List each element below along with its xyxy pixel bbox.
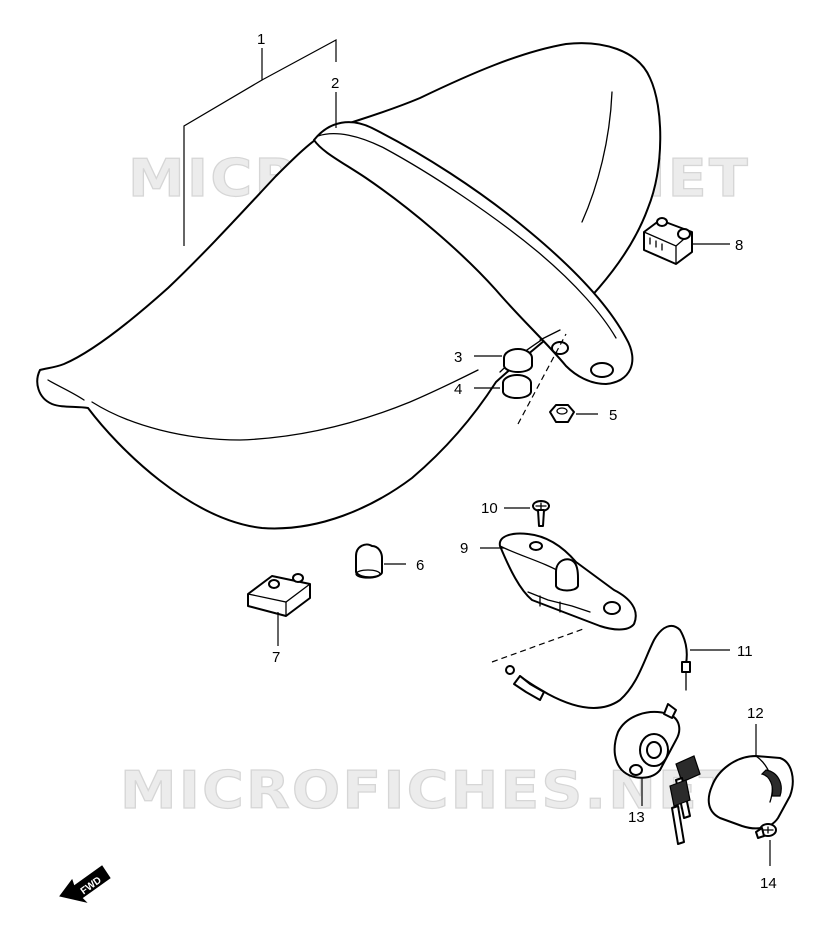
- seat-strap[interactable]: [313, 121, 634, 385]
- cap-6[interactable]: [355, 543, 383, 579]
- lock-cable-11[interactable]: [505, 624, 691, 709]
- callout-10: 10: [481, 500, 498, 517]
- callout-2: 2: [331, 75, 339, 92]
- fwd-arrow-icon: FWD: [59, 865, 111, 903]
- screw-14[interactable]: [755, 823, 777, 839]
- callout-1: 1: [257, 31, 265, 48]
- callout-13: 13: [628, 809, 645, 826]
- cushion-3[interactable]: [503, 348, 533, 373]
- callout-11: 11: [737, 643, 753, 660]
- clip-8[interactable]: [643, 217, 693, 265]
- callout-9: 9: [460, 540, 468, 557]
- callout-14: 14: [760, 875, 777, 892]
- assembly-line-seat: [517, 333, 567, 425]
- stopper-7[interactable]: [247, 573, 311, 617]
- seat-lock-bracket-9[interactable]: [498, 532, 637, 631]
- nut-5[interactable]: [549, 404, 575, 423]
- lock-cover-12[interactable]: [707, 755, 794, 830]
- seat-lock-13[interactable]: [613, 703, 701, 845]
- screw-10[interactable]: [532, 500, 550, 527]
- callout-6: 6: [416, 557, 424, 574]
- callout-7: 7: [272, 649, 280, 666]
- cushion-4[interactable]: [502, 374, 532, 399]
- callout-4: 4: [454, 381, 462, 398]
- callout-5: 5: [609, 407, 617, 424]
- callout-8: 8: [735, 237, 743, 254]
- callout-3: 3: [454, 349, 462, 366]
- assembly-line-cable: [491, 627, 587, 663]
- callout-12: 12: [747, 705, 764, 722]
- leader-lines: [183, 38, 771, 866]
